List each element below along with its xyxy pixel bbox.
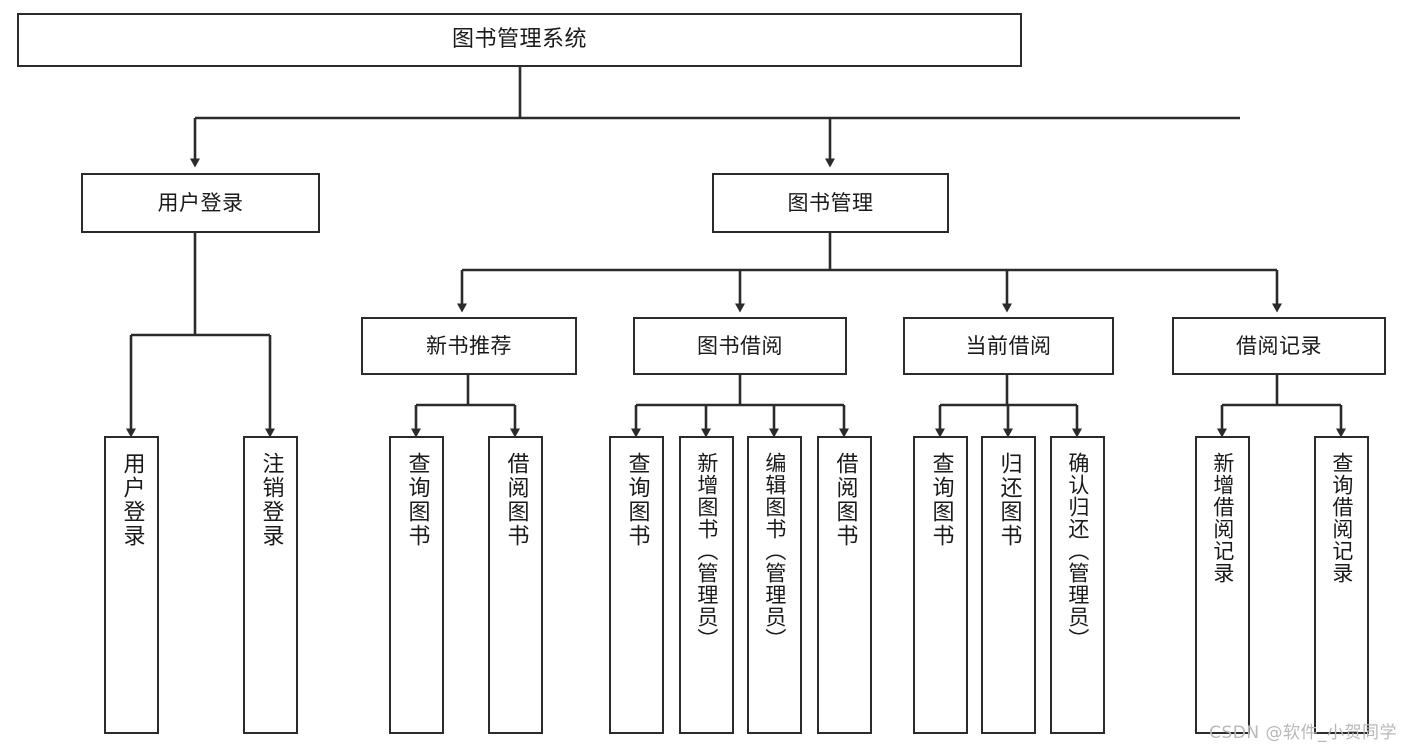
leaf-book-borrow-add-book-admin[interactable]: 新增图书（管理员）	[679, 436, 734, 734]
leaf-current-borrow-return-book[interactable]: 归还图书	[981, 436, 1036, 734]
node-book-borrow-label: 图书借阅	[697, 333, 783, 358]
leaf-current-borrow-query-book-label: 查询图书	[928, 452, 954, 548]
node-book-management-label: 图书管理	[787, 190, 874, 215]
leaf-book-borrow-edit-book-admin-label: 编辑图书（管理员）	[762, 452, 787, 650]
node-borrow-record-label: 借阅记录	[1236, 333, 1322, 358]
leaf-borrow-record-query-record[interactable]: 查询借阅记录	[1314, 436, 1369, 734]
leaf-user-login-logout[interactable]: 注销登录	[243, 436, 298, 734]
leaf-borrow-record-add-record-label: 新增借阅记录	[1210, 452, 1235, 584]
node-root-label: 图书管理系统	[451, 27, 587, 53]
leaf-user-login-login-label: 用户登录	[119, 452, 145, 548]
leaf-book-borrow-edit-book-admin[interactable]: 编辑图书（管理员）	[747, 436, 802, 734]
leaf-book-borrow-borrow-book-label: 借阅图书	[832, 452, 858, 548]
node-borrow-record[interactable]: 借阅记录	[1172, 317, 1386, 375]
leaf-new-book-query-book-label: 查询图书	[404, 452, 430, 548]
leaf-book-borrow-add-book-admin-label: 新增图书（管理员）	[694, 452, 719, 650]
node-new-book-recommend-label: 新书推荐	[426, 333, 512, 358]
leaf-user-login-login[interactable]: 用户登录	[104, 436, 159, 734]
leaf-borrow-record-query-record-label: 查询借阅记录	[1329, 452, 1354, 584]
node-new-book-recommend[interactable]: 新书推荐	[361, 317, 577, 375]
leaf-borrow-record-add-record[interactable]: 新增借阅记录	[1195, 436, 1250, 734]
node-book-management[interactable]: 图书管理	[712, 173, 949, 233]
node-current-borrow[interactable]: 当前借阅	[903, 317, 1114, 375]
leaf-current-borrow-confirm-return-admin[interactable]: 确认归还（管理员）	[1050, 436, 1105, 734]
leaf-new-book-borrow-book[interactable]: 借阅图书	[488, 436, 543, 734]
node-user-login[interactable]: 用户登录	[81, 173, 320, 233]
leaf-book-borrow-borrow-book[interactable]: 借阅图书	[817, 436, 872, 734]
leaf-book-borrow-query-book-label: 查询图书	[624, 452, 650, 548]
node-book-borrow[interactable]: 图书借阅	[633, 317, 847, 375]
leaf-new-book-query-book[interactable]: 查询图书	[389, 436, 444, 734]
leaf-current-borrow-query-book[interactable]: 查询图书	[913, 436, 968, 734]
node-root-book-management-system[interactable]: 图书管理系统	[17, 13, 1022, 67]
csdn-watermark: CSDN @软件_小贺同学	[1209, 723, 1397, 743]
node-user-login-label: 用户登录	[157, 190, 244, 215]
leaf-book-borrow-query-book[interactable]: 查询图书	[609, 436, 664, 734]
leaf-current-borrow-return-book-label: 归还图书	[996, 452, 1022, 548]
node-current-borrow-label: 当前借阅	[965, 333, 1052, 358]
leaf-new-book-borrow-book-label: 借阅图书	[503, 452, 529, 548]
leaf-current-borrow-confirm-return-admin-label: 确认归还（管理员）	[1065, 452, 1090, 650]
leaf-user-login-logout-label: 注销登录	[258, 452, 284, 548]
